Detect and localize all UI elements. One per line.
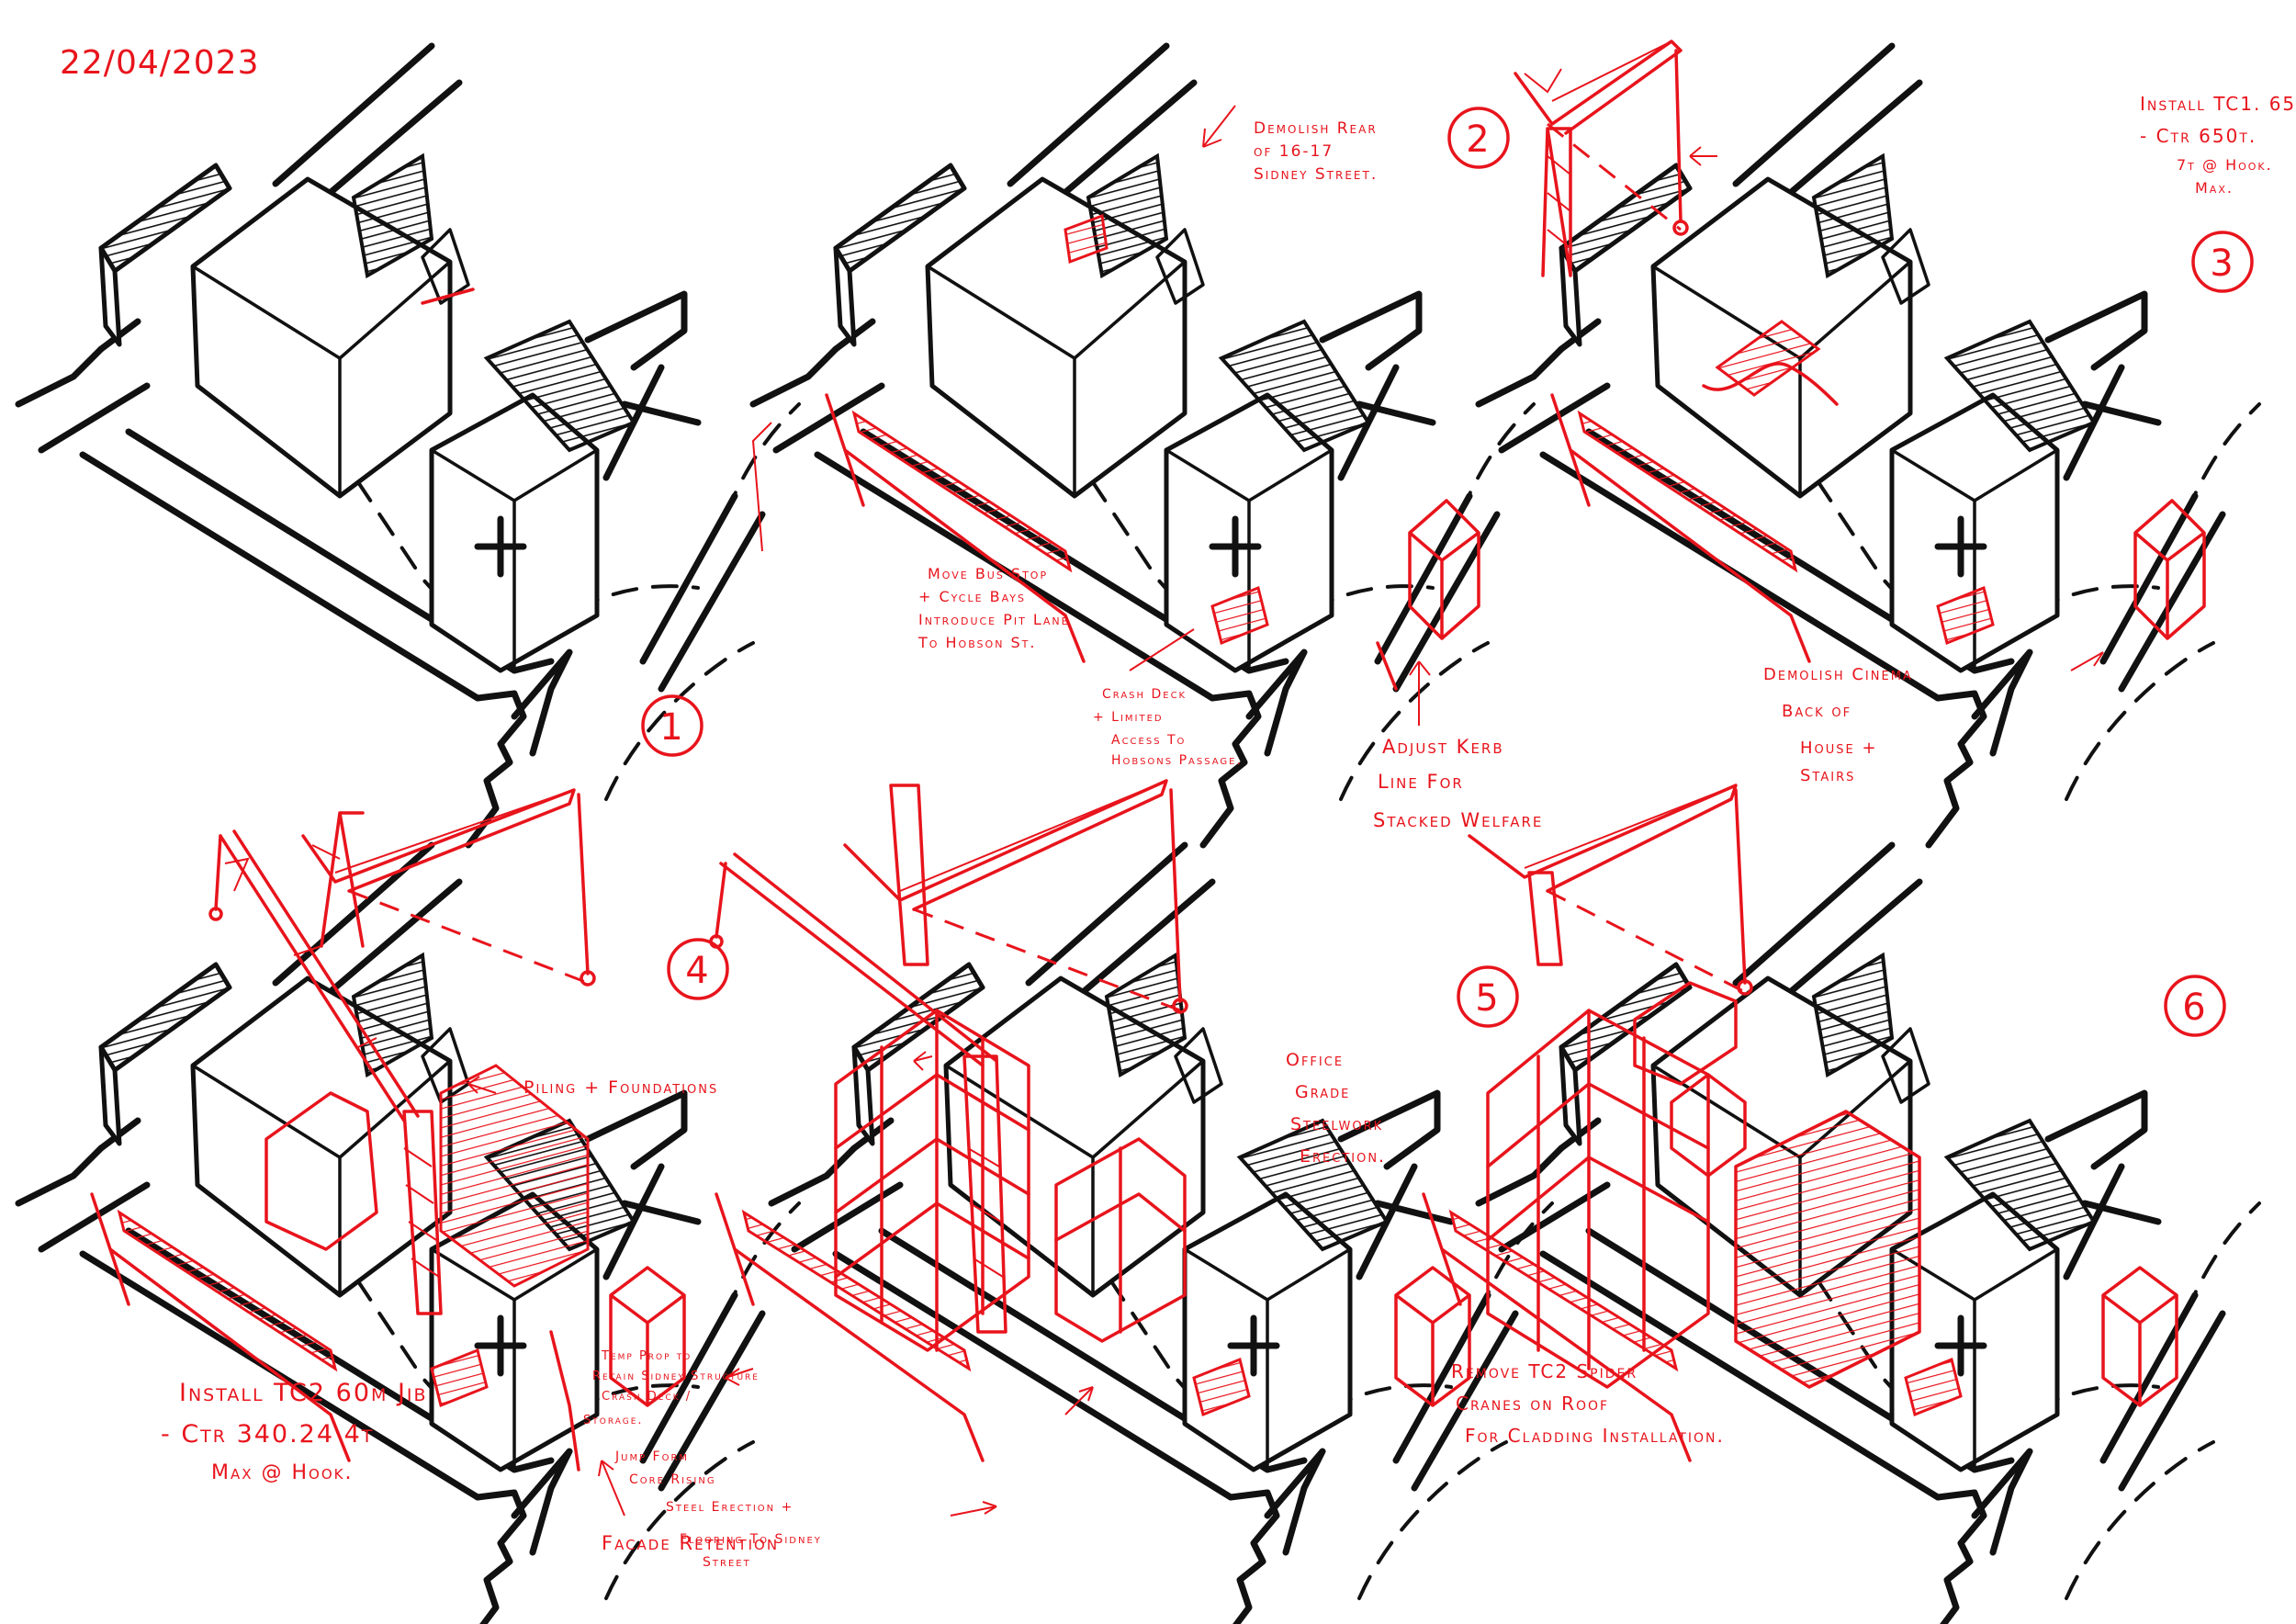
panel-2-number: 2: [1466, 118, 1491, 161]
panel-6-pit-lane-hatch: [1448, 1209, 1679, 1372]
panel-5-arrow-steel: [950, 1501, 997, 1517]
panel-4-arrow-piling: [467, 1076, 497, 1094]
panel-4-tower-crane-tc1: [301, 788, 596, 987]
panel-2: 2 Demolish Rear of 16-17 Sidney Street. …: [751, 46, 1543, 845]
sheet-date: 22/04/2023: [60, 44, 260, 82]
panel-6-number-circle: [2164, 975, 2226, 1037]
panel-6-pit-lane: [1422, 1192, 1692, 1462]
panel-2-arrow-demolish: [1202, 105, 1236, 148]
panel-3-tower-crane-tc1: [1514, 39, 1689, 277]
panel-4-tower-crane-tc2: [208, 829, 443, 1315]
panel-4-note-facade: Facade Retention: [602, 1532, 779, 1554]
panel-3: 3 Install TC1. 65m - Ctr 650t. 7t @ Hook…: [1461, 39, 2296, 845]
panel-2-arrow-kerb: [1409, 660, 1431, 726]
panel-5-arrow-prop: [725, 1368, 754, 1386]
panel-5-note-office: Office Grade Steelwork Erection.: [1286, 1050, 1390, 1167]
panel-6-number: 6: [2182, 987, 2207, 1029]
panel-3-stacked-welfare: [2133, 499, 2206, 640]
panel-5-steel-frame: [834, 1009, 1187, 1352]
panel-6-crash-deck: [1904, 1357, 1963, 1417]
panel-3-number: 3: [2210, 242, 2234, 285]
panel-3-demolition-outline: [1702, 362, 1839, 406]
panel-2-site-drawing: [753, 46, 1534, 845]
panel-5-arrow-office: [913, 1051, 933, 1071]
panel-2-note-kerb: Adjust Kerb Line For Stacked Welfare: [1373, 736, 1543, 831]
panel-3-arrow-tc1: [1689, 146, 1717, 166]
panel-2-note-demolish: Demolish Rear of 16-17 Sidney Street.: [1254, 119, 1384, 184]
panel-3-pit-lane-hatch: [1577, 410, 1798, 573]
panel-5-pit-lane: [715, 1192, 985, 1462]
panel-4-pit-lane-hatch: [117, 1209, 338, 1372]
panel-4-stacked-welfare: [609, 1266, 686, 1407]
panel-4-crash-deck: [430, 1348, 489, 1408]
panel-5: 5 Office Grade Steelwork Erection. Temp …: [583, 779, 1552, 1624]
panel-6: 6 Remove TC2 Spider Cranes on Roof For C…: [1422, 784, 2259, 1624]
panel-5-note-steel: Steel Erection + Flooring To Sidney Stre…: [666, 1500, 827, 1570]
panel-6-stacked-welfare: [2101, 1266, 2178, 1407]
panel-1: 1: [18, 46, 799, 845]
panel-3-pit-lane: [1550, 393, 1811, 663]
panel-2-arrow-crash: [1129, 628, 1195, 671]
panel-4-piling-area: [439, 1064, 590, 1288]
panel-2-pit-lane: [825, 393, 1086, 663]
panel-1-number-circle: [641, 694, 703, 757]
panel-3-crash-deck: [1936, 585, 1995, 646]
panel-3-demolition-area: [1715, 320, 1821, 397]
panel-4-arrow-facade: [598, 1460, 625, 1517]
panel-4-excavation-outline: [264, 1091, 378, 1251]
panel-4-number: 4: [685, 950, 710, 992]
panel-5-pit-lane-hatch: [741, 1209, 972, 1372]
panel-5-tower-crane-tc1: [843, 779, 1188, 1014]
panel-4-facade-retention-mark: [549, 1330, 580, 1472]
panel-6-note-remove-tc2: Remove TC2 Spider Cranes on Roof For Cla…: [1451, 1360, 1725, 1447]
panel-2-arrow-bus: [751, 422, 772, 552]
panel-2-number-circle: [1447, 107, 1510, 169]
panel-2-note-bus-stop: Move Bus Stop + Cycle Bays Introduce Pit…: [917, 565, 1076, 651]
panel-4-number-circle: [667, 938, 729, 1000]
panel-1-number: 1: [659, 706, 684, 749]
panel-5-stacked-welfare: [1394, 1266, 1471, 1407]
panel-4-pit-lane: [90, 1192, 351, 1462]
panel-2-welfare-base: [1376, 641, 1398, 691]
panel-6-tower-crane-tc1: [1468, 784, 1753, 996]
panel-4-note-piling: Piling + Foundations: [523, 1077, 718, 1098]
panel-5-number-circle: [1457, 965, 1519, 1028]
panel-5-note-prop: Temp Prop to Retain Sidney Structure Cra…: [583, 1349, 765, 1427]
panel-4-note-tc2: Install TC2 60m Jib - Ctr 340.24 4t Max …: [161, 1379, 437, 1484]
panel-6-completed-frame: [1486, 981, 1921, 1389]
panel-2-stacked-welfare: [1408, 499, 1480, 640]
panel-2-pit-lane-hatch: [851, 410, 1073, 573]
panel-5-note-core: Jump Form Core Rising: [614, 1449, 716, 1487]
panel-3-site-drawing: [1479, 46, 2259, 845]
panel-5-arrow-core: [1064, 1386, 1094, 1415]
panel-4: 4 Piling + Foundations Install TC2 60m J…: [18, 788, 799, 1624]
panel-5-site-drawing: [771, 845, 1552, 1624]
panel-2-crash-deck: [1210, 585, 1269, 646]
panel-5-crash-deck: [1192, 1357, 1251, 1417]
panel-5-number: 5: [1475, 977, 1500, 1020]
panel-1-roof-mark: [421, 288, 475, 305]
panel-3-arrow-demolish: [2070, 651, 2104, 671]
panel-2-note-crash-deck: Crash Deck + Limited Access To Hobsons P…: [1093, 687, 1243, 768]
panel-3-note-tc1: Install TC1. 65m - Ctr 650t. 7t @ Hook. …: [2140, 93, 2296, 197]
panel-2-demolition-area: [1064, 213, 1109, 265]
panel-3-note-demolish: Demolish Cinema Back of House + Stairs: [1763, 665, 1920, 785]
panel-3-number-circle: [2191, 231, 2254, 293]
